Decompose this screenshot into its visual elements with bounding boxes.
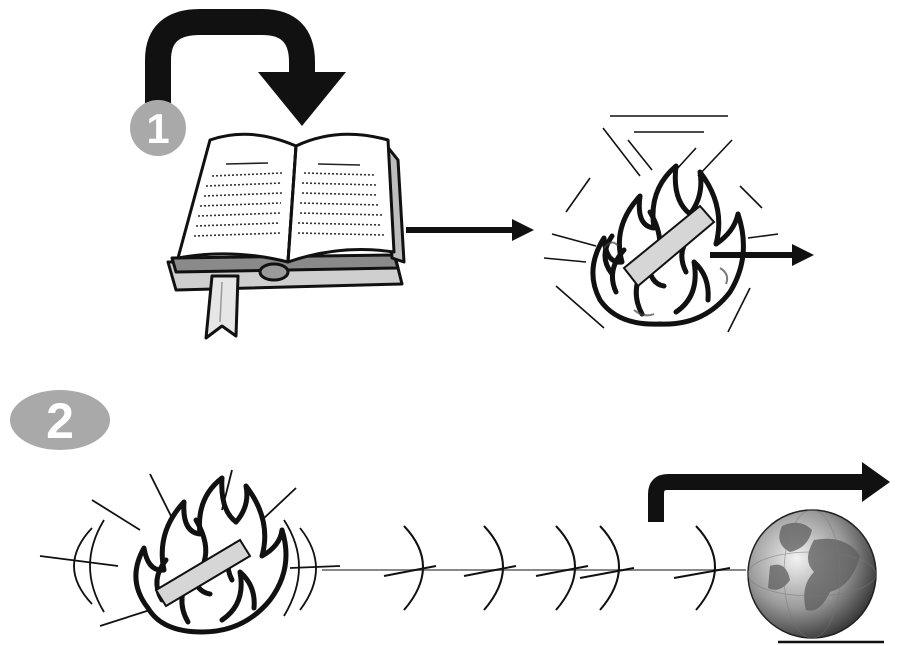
step-1-badge: 1 (130, 100, 186, 156)
arrow-book-to-fire (406, 219, 534, 241)
step-2: 2 (10, 390, 890, 642)
ripple-arcs (384, 526, 730, 610)
curved-arrow-head (258, 72, 346, 126)
step-2-badge: 2 (10, 390, 110, 450)
arrow-to-world (656, 462, 890, 522)
fire-1 (544, 116, 778, 332)
fire-icon (136, 478, 286, 632)
step-2-number: 2 (46, 393, 74, 449)
burning-stick (156, 540, 250, 606)
step-1-number: 1 (146, 105, 169, 152)
arrow-fire-out (710, 244, 814, 266)
burning-stick (624, 206, 714, 286)
step-1: 1 (130, 22, 814, 338)
globe-icon (748, 510, 876, 638)
fire-2 (40, 470, 340, 632)
fire-2-rays (40, 470, 340, 626)
